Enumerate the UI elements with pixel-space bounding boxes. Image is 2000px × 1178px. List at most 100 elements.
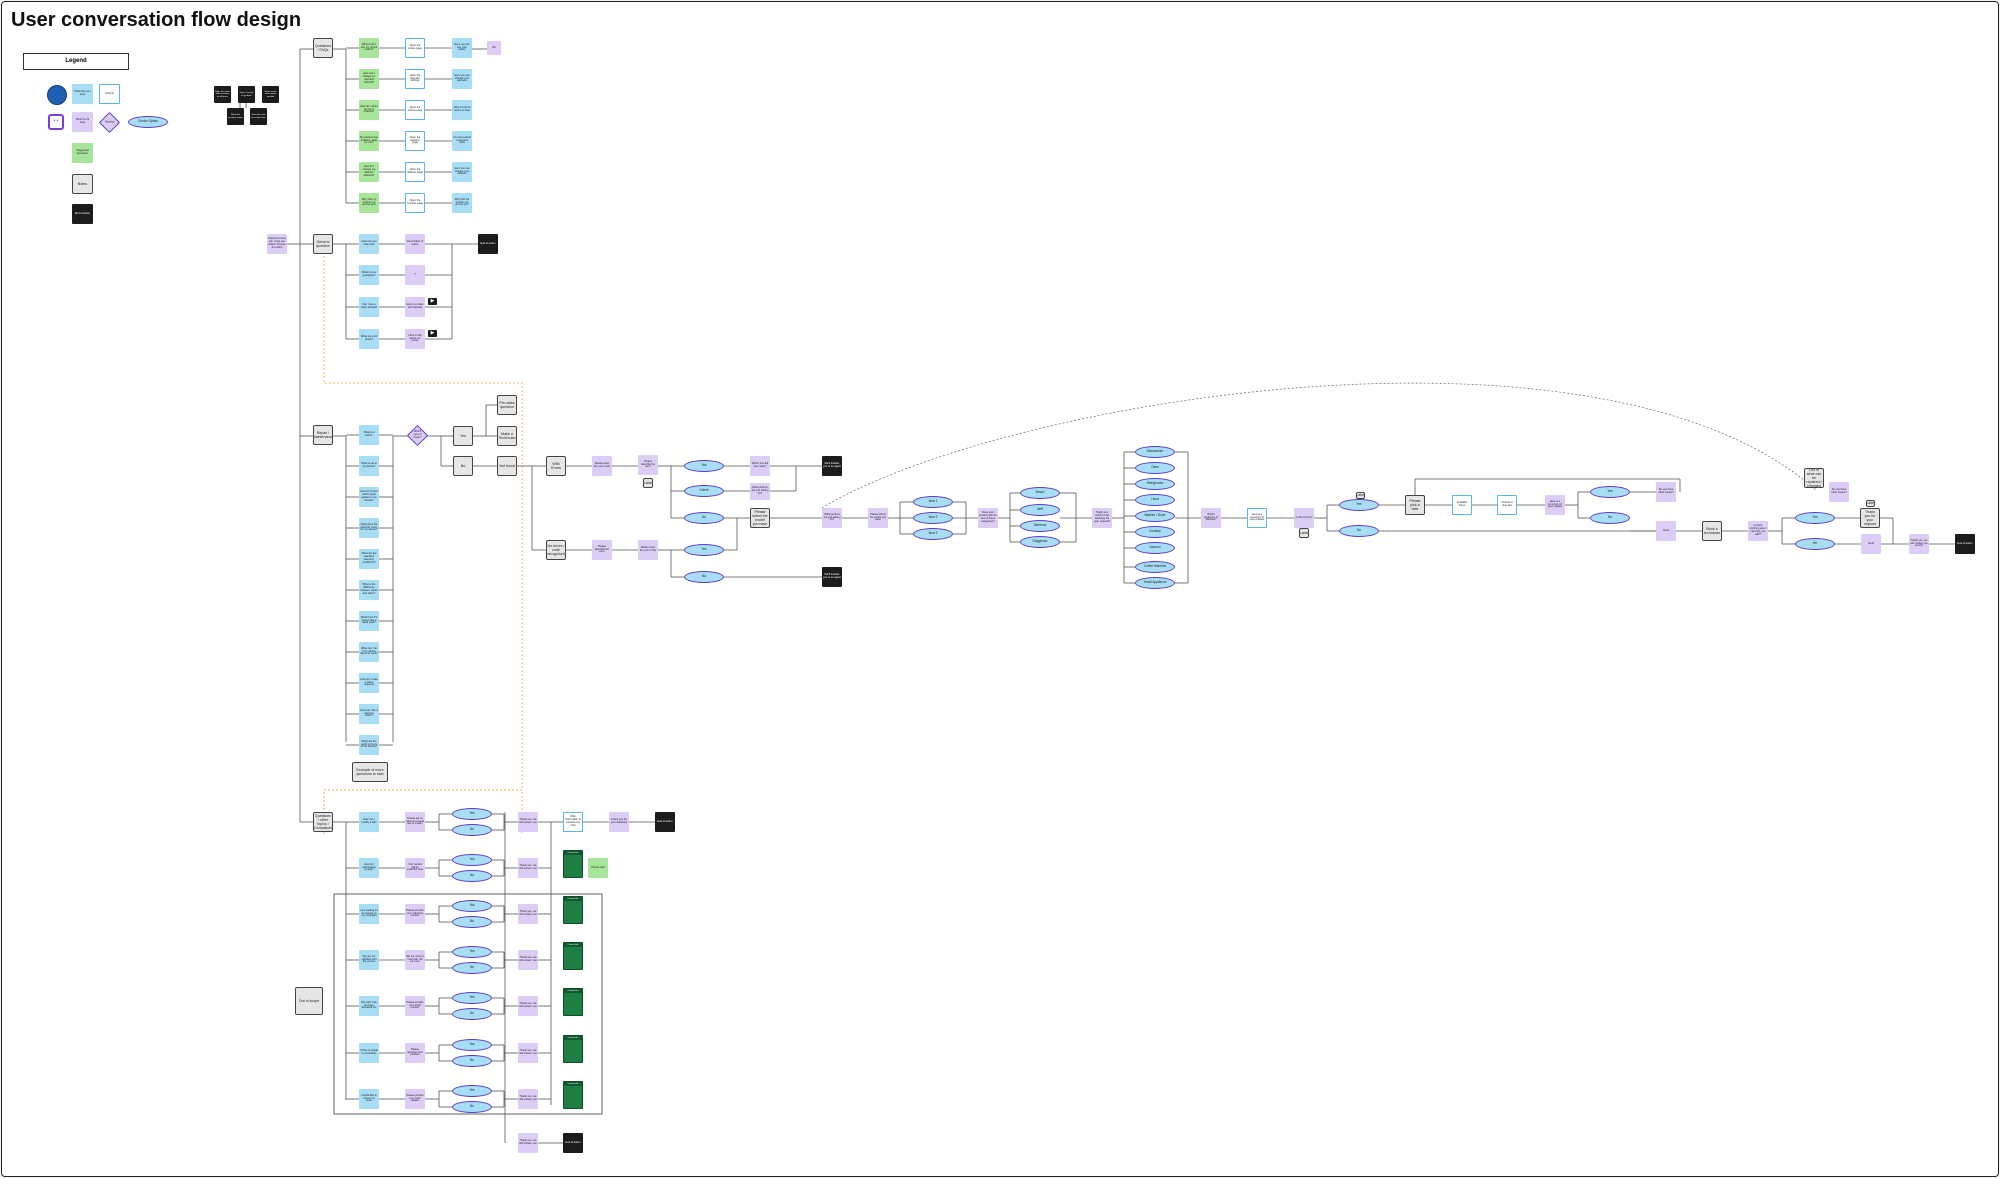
- legend-user-says: What the user says: [72, 84, 93, 104]
- repair-question[interactable]: What is a claim?: [359, 425, 379, 445]
- contact-card-green: Contact info: [563, 1035, 583, 1063]
- category-oval[interactable]: Dishwasher: [1135, 446, 1175, 458]
- final-request-box: Thank you for your request: [1860, 508, 1880, 528]
- faq-question[interactable]: Where can I see my recent orders?: [359, 38, 379, 58]
- other-yes-oval[interactable]: Yes: [452, 808, 492, 820]
- product-oval[interactable]: Item 3: [913, 528, 953, 540]
- repair-question[interactable]: What are the working hours of the servic…: [359, 735, 379, 755]
- choice-oval[interactable]: Yes: [684, 460, 724, 472]
- root-general-question[interactable]: General question: [313, 234, 333, 254]
- category-oval[interactable]: Cooktop: [1135, 526, 1175, 538]
- other-question[interactable]: How can I modify a bill?: [359, 812, 379, 832]
- other-yes-oval[interactable]: Yes: [452, 992, 492, 1004]
- ai-thanks-category: Thank you, which of the following fits y…: [1092, 508, 1112, 528]
- ai-response: Thank you, we will answer you: [518, 996, 538, 1016]
- repair-question[interactable]: What if the TV screen has a dead pixel?: [359, 611, 379, 631]
- final-yes-oval[interactable]: Yes: [1795, 512, 1835, 524]
- label-note-4: Label: [1866, 500, 1875, 507]
- faq-question[interactable]: My product has a defect, what do I do?: [359, 131, 379, 151]
- root-repair-maintenance[interactable]: Repair / Maintenance: [313, 425, 333, 445]
- faq-question[interactable]: How can I change my payment method?: [359, 69, 379, 89]
- other-no-oval[interactable]: No: [452, 1101, 492, 1113]
- other-question[interactable]: I am waiting for an answer to my complai…: [359, 904, 379, 924]
- final-no-oval[interactable]: No: [1795, 538, 1835, 550]
- other-yes-oval[interactable]: Yes: [452, 900, 492, 912]
- repair-question[interactable]: What to do at my device?: [359, 456, 379, 476]
- booking-yes-oval[interactable]: Yes: [1590, 486, 1630, 498]
- brand-oval[interactable]: Bosch: [1020, 487, 1060, 499]
- other-no-oval[interactable]: No: [452, 1055, 492, 1067]
- repair-question[interactable]: How do I know which repair applies to my…: [359, 487, 379, 507]
- root-other-topics[interactable]: Questions / other topics / Complaints: [313, 812, 333, 832]
- repair-question[interactable]: How can I file a warranty claim?: [359, 704, 379, 724]
- choice-oval[interactable]: Yes: [684, 544, 724, 556]
- with-errors-box[interactable]: With Errors: [546, 456, 566, 476]
- choice-oval[interactable]: No: [684, 512, 724, 524]
- repair-question[interactable]: What does the warranty cover for my devi…: [359, 518, 379, 538]
- other-no-oval[interactable]: No: [452, 1008, 492, 1020]
- faq-question[interactable]: How do I change my delivery address?: [359, 162, 379, 182]
- category-oval[interactable]: Vacuum: [1135, 542, 1175, 554]
- other-question[interactable]: My order has not been delivered yet: [359, 996, 379, 1016]
- general-question[interactable]: What is your guarantee?: [359, 265, 379, 285]
- category-oval[interactable]: Coffee Machine: [1135, 561, 1175, 573]
- other-question[interactable]: I'd like to speak to somebody: [359, 1043, 379, 1063]
- other-yes-oval[interactable]: Yes: [452, 1039, 492, 1051]
- category-oval[interactable]: Oven: [1135, 462, 1175, 474]
- end-transfer-agent-2: We'll transfer you to an agent: [822, 567, 842, 587]
- category-oval[interactable]: Hood: [1135, 494, 1175, 506]
- other-yes-oval[interactable]: Yes: [452, 854, 492, 866]
- brand-oval[interactable]: Siemens: [1020, 520, 1060, 532]
- root-questions-faqs[interactable]: Questions / FAQs: [313, 38, 333, 58]
- repair-question[interactable]: What is the difference between repair an…: [359, 580, 379, 600]
- category-oval[interactable]: Small Appliance: [1135, 577, 1175, 589]
- ai-what-product: What product are you asking for?: [750, 483, 770, 500]
- note-card: Users can tap to go back: [238, 86, 255, 103]
- pre-sales-question[interactable]: Pre-sales question: [497, 395, 517, 415]
- general-answer: Here is a video with tutorials: [405, 297, 425, 317]
- faq-answer: Why has the invoice not arrived yet?: [452, 193, 472, 213]
- repair-question[interactable]: How do I make a claim request?: [359, 673, 379, 693]
- ai-anything-else: Is there anything else I can help you wi…: [1748, 521, 1768, 541]
- other-no-oval[interactable]: No: [452, 824, 492, 836]
- category-oval[interactable]: Washer / Dryer: [1135, 510, 1175, 522]
- confirm-no-oval[interactable]: No: [1339, 525, 1379, 537]
- other-no-oval[interactable]: No: [452, 962, 492, 974]
- other-no-oval[interactable]: No: [452, 916, 492, 928]
- no-errors-box[interactable]: No errors / code recognised: [546, 540, 566, 560]
- enter-error-code: Please enter the error code: [592, 456, 612, 476]
- make-technician-appointment[interactable]: Make a Technician: [497, 426, 517, 446]
- other-yes-oval[interactable]: Yes: [452, 946, 492, 958]
- green-card-tag: Contact info: [564, 1036, 582, 1040]
- product-oval[interactable]: Item 2: [913, 512, 953, 524]
- product-oval[interactable]: Item 1: [913, 496, 953, 508]
- confirm-yes-oval[interactable]: Yes: [1339, 499, 1379, 511]
- general-question[interactable]: How can you help me?: [359, 234, 379, 254]
- repair-question[interactable]: What are the standard warranty condition…: [359, 549, 379, 569]
- repair-question[interactable]: What can I do if my device does not work…: [359, 642, 379, 662]
- faq-question[interactable]: Why has my invoice not arrived yet?: [359, 193, 379, 213]
- choice-oval[interactable]: Check: [684, 485, 724, 497]
- other-question[interactable]: I would like to cancel my order: [359, 1089, 379, 1109]
- other-no-oval[interactable]: No: [452, 870, 492, 882]
- book-technician-box[interactable]: Book a technician: [1702, 521, 1722, 541]
- other-question[interactable]: We are not satisfied with the service: [359, 950, 379, 970]
- general-question[interactable]: Can I see a video tutorial?: [359, 297, 379, 317]
- green-card-tag: Contact info: [564, 851, 582, 855]
- contact-card-green: Contact info: [563, 896, 583, 924]
- contact-card-green: Contact info: [563, 942, 583, 970]
- contact-card-green: Contact info: [563, 1081, 583, 1109]
- brand-oval[interactable]: Gaggenau: [1020, 536, 1060, 548]
- not-found-box: Not found: [497, 456, 517, 476]
- booking-no-oval[interactable]: No: [1590, 512, 1630, 524]
- choice-oval[interactable]: No: [684, 571, 724, 583]
- brand-oval[interactable]: Neff: [1020, 504, 1060, 516]
- category-oval[interactable]: Refrigerator: [1135, 478, 1175, 490]
- other-yes-oval[interactable]: Yes: [452, 1085, 492, 1097]
- faq-question[interactable]: How do I return an item I ordered?: [359, 100, 379, 120]
- repair-no-box[interactable]: No: [453, 456, 473, 476]
- repair-yes-box[interactable]: Yes: [453, 426, 473, 446]
- other-question[interactable]: How do I download a receipt?: [359, 858, 379, 878]
- general-question[interactable]: What are your prices?: [359, 329, 379, 349]
